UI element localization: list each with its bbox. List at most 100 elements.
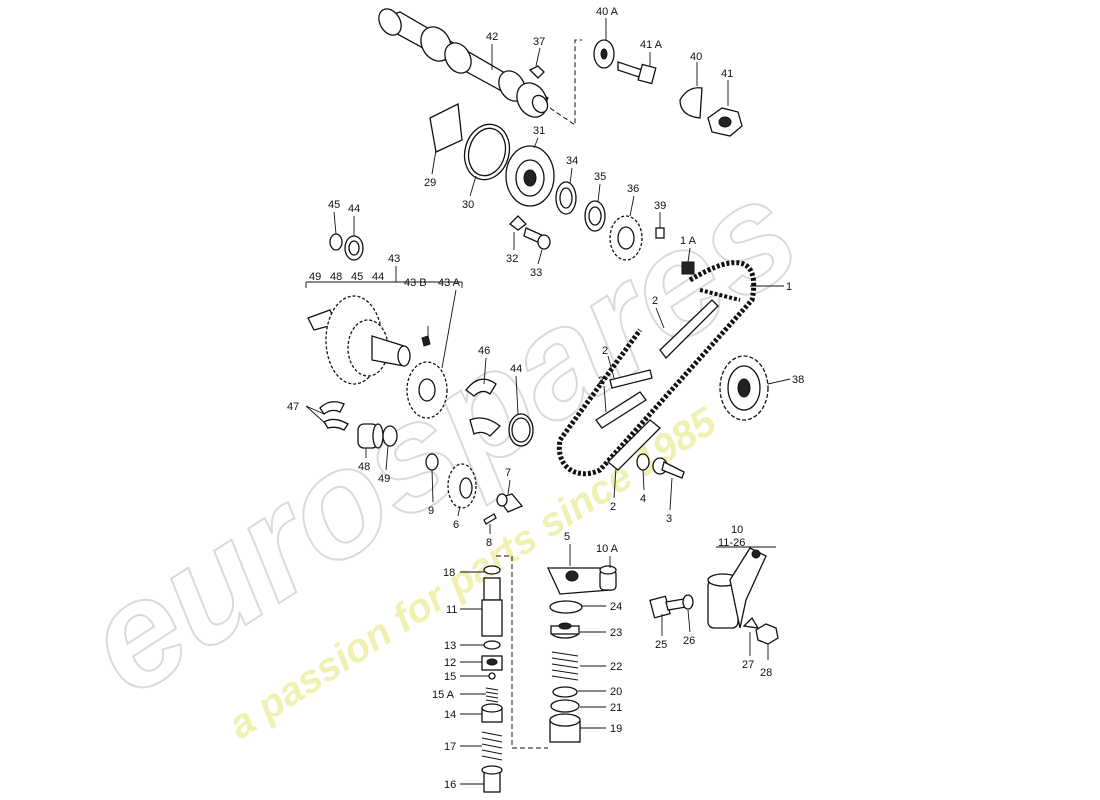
label-20: 20 [610,686,622,698]
timing-chain [556,260,757,477]
pin-8 [483,513,497,525]
sprocket-38 [719,355,769,421]
label-32: 32 [506,253,518,265]
spring-15a [485,687,499,703]
chain-guide-2d [607,419,661,471]
label-7: 7 [505,467,511,479]
label-17: 17 [444,741,456,753]
piston-19 [549,713,581,743]
spring-17 [481,731,503,761]
label-42: 42 [486,31,498,43]
label-30: 30 [462,199,474,211]
ring-9 [425,453,439,471]
label-11: 11 [446,604,457,616]
label-group-45: 45 [351,271,363,283]
o-ring-18 [483,565,501,575]
label-43b: 43 B [404,277,427,289]
label-27: 27 [742,659,754,671]
bearing-shell-46b [469,417,501,437]
bracket-43 [305,266,463,288]
label-36: 36 [627,183,639,195]
bearing-shell-46a [465,378,497,397]
plate-29 [429,103,463,153]
bolt-41a [617,61,657,85]
nut-28 [755,623,779,645]
label-group-44: 44 [372,271,384,283]
sprocket-43a [406,361,448,419]
label-2a: 2 [652,295,658,307]
label-48: 48 [358,461,370,473]
chain-guide-2b [609,369,653,389]
label-4: 4 [640,493,646,505]
tensioner-column [481,565,503,793]
label-16: 16 [444,779,456,791]
label-group-49: 49 [309,271,321,283]
label-40: 40 [690,51,702,63]
leader-lines [305,18,791,785]
label-44b: 44 [510,363,522,375]
sleeve-16 [481,765,503,793]
label-13: 13 [444,640,456,652]
label-21: 21 [610,702,622,714]
washer-40 [679,87,703,119]
label-47: 47 [287,401,299,413]
key-39 [655,227,665,239]
spring-22 [551,651,579,681]
lock-plate-32 [509,215,527,231]
washer-20 [552,686,578,698]
label-33: 33 [530,267,542,279]
camshaft [378,8,549,118]
bolt-3 [652,457,685,479]
label-23: 23 [610,627,622,639]
label-41: 41 [721,68,733,80]
cap-23 [550,622,580,639]
tensioner-unit-10 [707,547,767,629]
part-labels: 42 37 40 A 41 A 40 41 31 29 30 34 35 36 … [287,6,804,791]
sprocket-36 [609,215,643,261]
label-43: 43 [388,253,400,265]
chain-guide-2c [595,391,647,429]
label-26: 26 [683,635,695,647]
label-46: 46 [478,345,490,357]
bolt-33 [523,227,551,250]
label-12: 12 [444,657,456,669]
label-44a: 44 [348,203,360,215]
ball-15 [488,672,496,680]
label-28: 28 [760,667,772,679]
gear-assembly-43 [307,295,411,385]
label-11-26: 11-26 [718,537,745,549]
assembly-line-top [549,39,582,126]
bearing-shell-47a [319,401,345,415]
label-10a: 10 A [596,543,619,555]
label-45: 45 [328,199,340,211]
label-34: 34 [566,155,578,167]
label-5: 5 [564,531,570,543]
bush-10a [599,565,617,591]
label-15: 15 [444,671,456,683]
label-38: 38 [792,374,804,386]
sprocket-6 [447,463,477,509]
key-43b [421,335,431,347]
washer-4 [636,453,650,471]
label-1a: 1 A [680,235,697,247]
label-35: 35 [594,171,606,183]
label-group-48: 48 [330,271,342,283]
label-25: 25 [655,639,667,651]
label-37: 37 [533,36,545,48]
label-8: 8 [486,537,492,549]
label-9: 9 [428,505,434,517]
sleeve-7 [496,493,524,513]
label-2d: 2 [610,501,616,513]
label-3: 3 [666,513,672,525]
label-41a: 41 A [640,39,663,51]
label-6: 6 [453,519,459,531]
label-40a: 40 A [596,6,619,18]
label-31: 31 [533,125,545,137]
chain-guide-2a [659,299,719,359]
washer-26 [682,594,694,610]
label-10: 10 [731,524,743,536]
label-2b: 2 [602,345,608,357]
label-15a: 15 A [432,689,455,701]
